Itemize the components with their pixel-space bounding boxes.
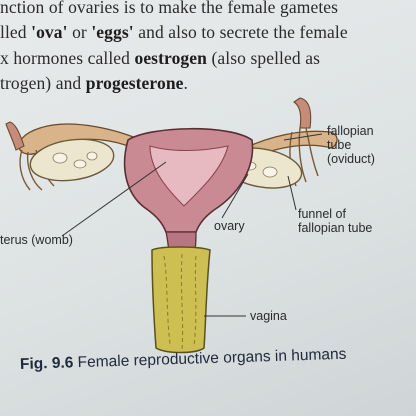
leader-funnel [287, 175, 297, 211]
term-eggs: 'eggs' [91, 22, 134, 42]
paragraph-line-2: lled 'ova' or 'eggs' and also to secrete… [0, 22, 348, 43]
leader-ovary [221, 173, 249, 219]
label-vagina: vagina [250, 309, 287, 323]
text: lled [0, 22, 32, 42]
label-ovary: ovary [214, 219, 245, 233]
text: . [183, 73, 189, 93]
label-fallopian-tube: fallopian tube (oviduct) [327, 124, 375, 166]
uterine-cavity [149, 145, 229, 207]
term-ova: 'ova' [31, 22, 68, 42]
leader-fallopian [283, 133, 323, 141]
label-uterus: terus (womb) [0, 233, 73, 247]
label-line: fallopian tube [298, 221, 373, 235]
paragraph-line-3: x hormones called oestrogen (also spelle… [0, 48, 320, 69]
term-oestrogen: oestrogen [134, 48, 207, 68]
leader-uterus [61, 161, 167, 237]
term-progesterone: progesterone [85, 73, 184, 93]
label-line: fallopian [327, 124, 374, 138]
text: nction of ovaries is to make the female … [0, 0, 339, 17]
figure-number: Fig. 9.6 [19, 354, 74, 373]
paragraph-line-4: trogen) and progesterone. [0, 73, 188, 94]
reproductive-organs-illustration [5, 97, 338, 354]
vagina [151, 246, 211, 354]
left-tube-end [5, 121, 25, 151]
text: (also spelled as [206, 48, 320, 68]
text: or [67, 22, 92, 42]
right-tube-end [293, 97, 312, 129]
label-line: (oviduct) [327, 152, 375, 166]
label-line: tube [327, 138, 352, 152]
left-ovary [29, 138, 115, 182]
left-fallopian-tube [18, 123, 159, 162]
label-funnel: funnel of fallopian tube [298, 207, 372, 235]
paragraph-line-1: nction of ovaries is to make the female … [0, 0, 338, 18]
label-line: funnel of [298, 207, 346, 221]
text: trogen) and [0, 73, 86, 93]
text: x hormones called [0, 48, 135, 68]
text: and also to secrete the female [133, 22, 348, 42]
